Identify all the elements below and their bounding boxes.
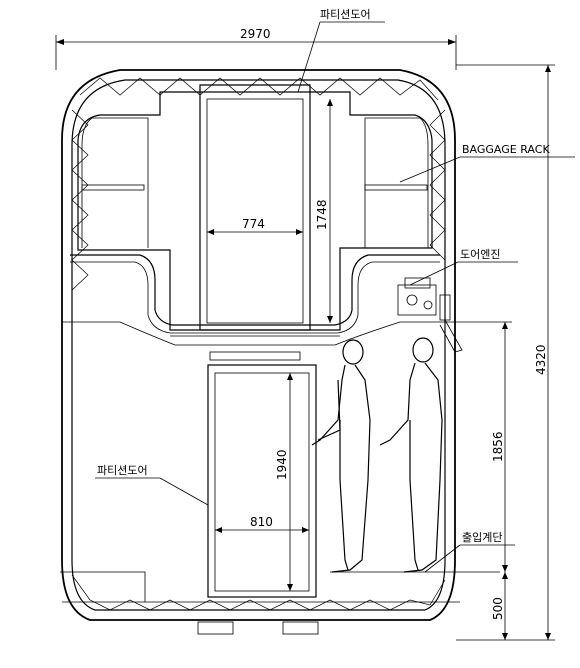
upper-partition-door (170, 91, 340, 337)
lower-door-width-value: 810 (250, 515, 273, 529)
lower-door-height-value: 1940 (275, 449, 289, 480)
entrance-step (60, 571, 500, 603)
upper-compartment (77, 84, 433, 331)
floor-height-value: 500 (491, 597, 505, 620)
standing-person-back (379, 337, 443, 573)
upper-floor (62, 254, 455, 346)
dim-floor-height: 500 (491, 572, 508, 640)
standing-person-front (311, 339, 371, 573)
callout-door-engine: 도어엔진 (409, 248, 518, 286)
door-engine-label: 도어엔진 (460, 248, 500, 261)
overall-width-value: 2970 (240, 27, 271, 41)
upper-door-width-value: 774 (242, 217, 265, 231)
dim-upper-door-height: 1748 (315, 99, 333, 323)
dim-overall-width: 2970 (55, 27, 457, 70)
partition-door-side-label: 파티션도어 (97, 464, 148, 477)
door-engine-machinery (397, 277, 463, 353)
dim-interior-height: 1856 (455, 321, 512, 572)
partition-door-top-label: 파티션도어 (320, 8, 371, 21)
dim-lower-door-height: 1940 (275, 373, 293, 591)
callout-partition-door-side: 파티션도어 (95, 464, 209, 506)
interior-height-value: 1856 (491, 431, 505, 462)
lower-partition-door (197, 351, 319, 635)
callout-partition-door-top: 파티션도어 (297, 8, 385, 93)
callout-entrance-step: 출입계단 (424, 531, 515, 573)
callout-baggage-rack: BAGGAGE RACK (399, 143, 575, 183)
dim-overall-height: 4320 (456, 64, 555, 641)
upper-door-height-value: 1748 (315, 199, 329, 230)
dim-lower-door-width: 810 (215, 515, 309, 533)
baggage-rack-label: BAGGAGE RACK (462, 143, 550, 156)
overall-height-value: 4320 (534, 344, 548, 375)
entrance-step-label: 출입계단 (462, 531, 502, 544)
dim-upper-door-width: 774 (207, 217, 303, 235)
